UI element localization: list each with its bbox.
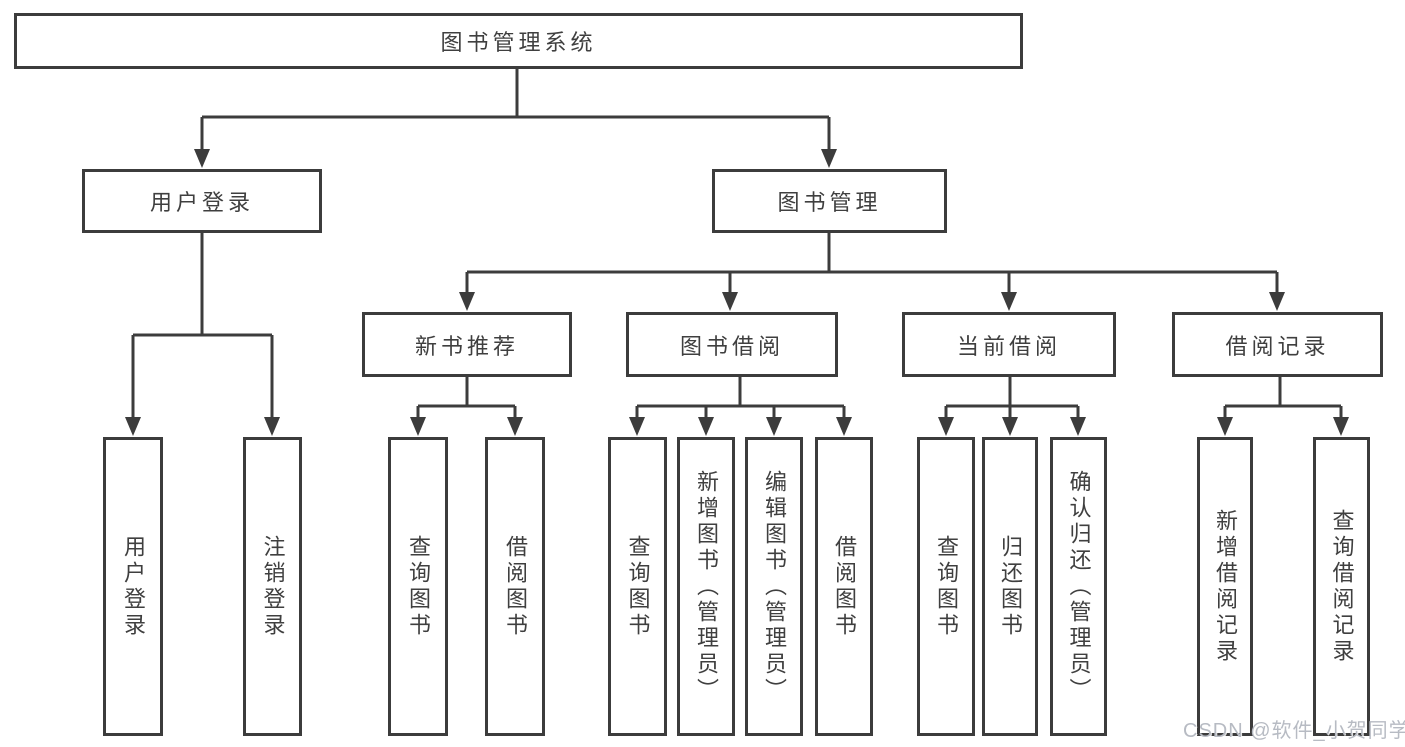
node-user-login: 用户登录 <box>82 169 322 233</box>
connector-login-stem <box>131 233 274 420</box>
connector-nb-stem <box>416 377 517 420</box>
connector-bb-stem <box>635 377 846 420</box>
node-current-borrowing: 当前借阅 <box>902 312 1116 377</box>
leaf-query-books: 查询图书 <box>388 437 448 736</box>
node-label: 借阅记录 <box>1225 333 1330 359</box>
connector-mgmt-stem <box>467 233 1277 274</box>
node-book-management: 图书管理 <box>712 169 947 233</box>
node-label: 新书推荐 <box>414 333 519 359</box>
leaf-logout: 注销登录 <box>243 437 302 736</box>
leaf-borrow-books: 借阅图书 <box>485 437 545 736</box>
connector-br-stem <box>1223 377 1343 420</box>
leaf-borrow-books: 借阅图书 <box>815 437 873 736</box>
node-new-book-recommend: 新书推荐 <box>362 312 572 377</box>
leaf-query-borrow-record: 查询借阅记录 <box>1313 437 1370 736</box>
arrowheads <box>125 149 1349 436</box>
node-library-management-system: 图书管理系统 <box>14 13 1023 69</box>
node-label: 图书管理 <box>777 190 882 215</box>
leaf-confirm-return-admin: 确认归还（管理员） <box>1050 437 1107 736</box>
leaf-query-books: 查询图书 <box>608 437 667 736</box>
leaf-query-books: 查询图书 <box>917 437 975 736</box>
node-label: 图书借阅 <box>679 333 784 359</box>
leaf-edit-books-admin: 编辑图书（管理员） <box>745 437 803 736</box>
node-book-borrowing: 图书借阅 <box>626 312 838 377</box>
leaf-add-books-admin: 新增图书（管理员） <box>677 437 735 736</box>
watermark-text: CSDN @软件_小贺同学 <box>1183 720 1405 742</box>
node-borrowing-records: 借阅记录 <box>1172 312 1383 377</box>
connector-arrow-shafts-level3 <box>465 272 1279 295</box>
node-label: 当前借阅 <box>956 333 1061 359</box>
node-label: 用户登录 <box>149 190 254 215</box>
connector-arrow-shafts-level2 <box>200 117 831 153</box>
node-label: 图书管理系统 <box>440 30 597 55</box>
connector-cb-stem <box>944 377 1080 420</box>
connector-root-stem <box>202 68 829 119</box>
leaf-add-borrow-record: 新增借阅记录 <box>1197 437 1253 736</box>
leaf-user-login: 用户登录 <box>103 437 163 736</box>
leaf-return-books: 归还图书 <box>982 437 1038 736</box>
